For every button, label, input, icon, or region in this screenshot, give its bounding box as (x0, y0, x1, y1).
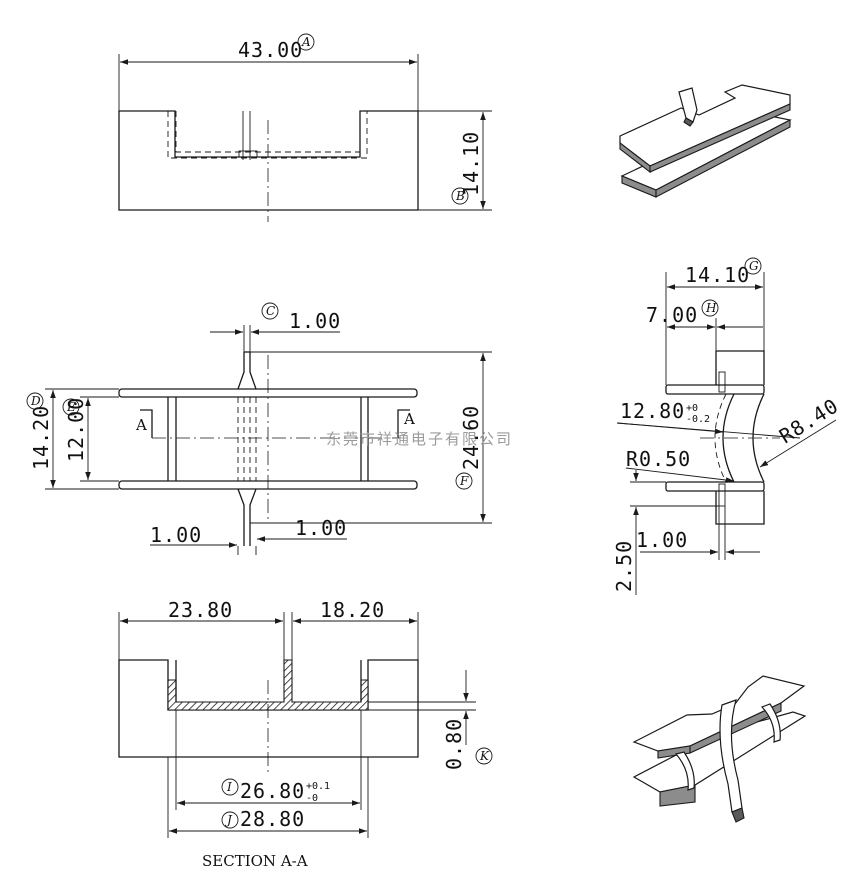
tol-inner-length-lower: -0 (306, 793, 318, 804)
dim-inner-length: 26.80 (240, 779, 305, 803)
callout-a: A (301, 35, 311, 49)
callout-f: F (459, 474, 469, 488)
dim-inner-width: 12.00 (64, 397, 88, 462)
dim-total-span: 24.60 (459, 405, 483, 470)
dim-side-width: 14.10 (685, 263, 750, 287)
callout-e: E (66, 400, 76, 414)
tol-inner-length-upper: +0.1 (306, 781, 330, 792)
callout-j: J (224, 813, 233, 827)
section-view: 23.80 18.20 0.80 K I 26.80 +0.1 -0 J 28.… (118, 598, 493, 870)
callout-b: B (455, 189, 465, 203)
dim-height: 14.10 (459, 131, 483, 196)
dim-pin-width: 1.00 (289, 309, 341, 333)
callout-g: G (749, 259, 759, 273)
dim-overall-length: 43.00 (238, 38, 303, 62)
dim-fillet-radius: R0.50 (626, 447, 691, 471)
dim-right-section: 18.20 (320, 598, 385, 622)
dim-outer-length: 28.80 (240, 807, 305, 831)
dim-wall-thickness: 0.80 (442, 718, 466, 770)
iso-view-top (619, 84, 792, 198)
dim-outer-radius: R8.40 (775, 393, 843, 448)
dim-pin-gap-right: 1.00 (295, 516, 347, 540)
callout-i: I (226, 780, 232, 794)
dim-pin-gap-left: 1.00 (150, 523, 202, 547)
dim-half-width: 7.00 (646, 303, 698, 327)
callout-h: H (705, 301, 717, 315)
tol-inner-arc-lower: -0.2 (686, 414, 710, 425)
side-view: 14.10 G 7.00 H 12.80 +0 -0.2 R8.40 R0.50… (612, 257, 843, 595)
callout-c: C (266, 304, 275, 318)
callout-d: D (30, 394, 41, 408)
dim-left-section: 23.80 (168, 598, 233, 622)
top-view: A A 1.00 C 14.20 12.00 D E 24.60 F (26, 302, 513, 555)
section-title: SECTION A-A (202, 852, 308, 870)
tol-inner-arc-upper: +0 (686, 403, 698, 414)
watermark: 东莞市祥通电子有限公司 (326, 430, 513, 448)
iso-view-bottom (632, 675, 807, 823)
dim-inner-arc: 12.80 (620, 399, 685, 423)
section-mark-left: A (135, 416, 147, 434)
section-mark-right: A (403, 410, 415, 428)
dim-pin-offset: 2.50 (612, 540, 636, 592)
front-view: 43.00 A 14.10 B (118, 33, 492, 222)
dim-pin-thickness: 1.00 (636, 528, 688, 552)
callout-k: K (479, 749, 490, 763)
dim-outer-width: 14.20 (29, 405, 53, 470)
